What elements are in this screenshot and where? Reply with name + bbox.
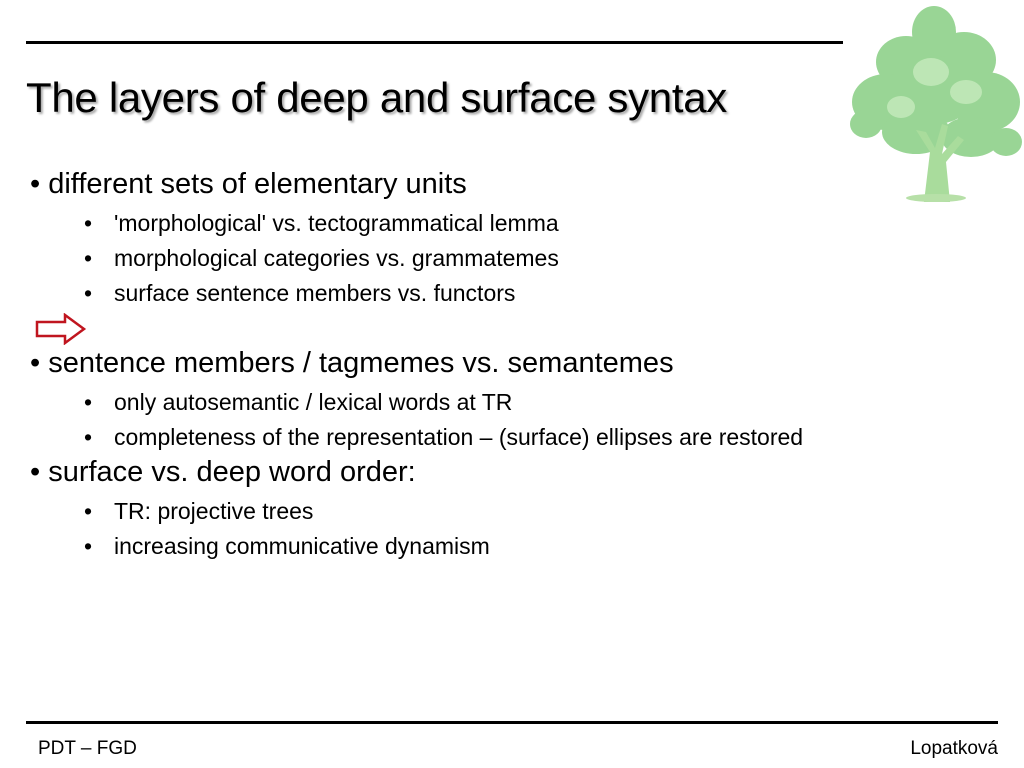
sub-bullet-dynamism: • increasing communicative dynamism <box>84 533 490 560</box>
bullet-dot: • <box>84 245 93 271</box>
footer-author: Lopatková <box>910 738 998 759</box>
sub-bullet-text: 'morphological' vs. tectogrammatical lem… <box>114 210 559 236</box>
sub-bullet-autosemantic: • only autosemantic / lexical words at TR <box>84 389 512 416</box>
footer-course: PDT – FGD <box>38 738 137 759</box>
sub-bullet-text: morphological categories vs. grammatemes <box>114 245 559 271</box>
sub-bullet-projective: • TR: projective trees <box>84 498 313 525</box>
tree-icon <box>850 6 1022 202</box>
sub-bullet-lemma: • 'morphological' vs. tectogrammatical le… <box>84 210 559 237</box>
sub-bullet-text: completeness of the representation – (su… <box>114 424 804 450</box>
top-rule <box>26 41 843 44</box>
sub-bullet-categories: • morphological categories vs. grammateme… <box>84 245 559 272</box>
sub-bullet-completeness: • completeness of the representation – (s… <box>84 424 803 451</box>
bullet-units: • different sets of elementary units <box>30 168 467 200</box>
bullet-dot: • <box>84 389 93 415</box>
sub-bullet-text: only autosemantic / lexical words at TR <box>114 389 513 415</box>
slide-title: The layers of deep and surface syntax <box>26 74 727 121</box>
bullet-dot: • <box>84 280 93 306</box>
bullet-dot: • <box>84 424 93 450</box>
right-outline-arrow-icon <box>35 313 87 345</box>
bullet-dot: • <box>84 210 93 236</box>
bullet-dot: • <box>84 498 93 524</box>
sub-bullet-text: increasing communicative dynamism <box>114 533 490 559</box>
sub-bullet-functors: • surface sentence members vs. functors <box>84 280 515 307</box>
sub-bullet-text: TR: projective trees <box>114 498 314 524</box>
bullet-semantemes: • sentence members / tagmemes vs. semant… <box>30 347 674 379</box>
bottom-rule <box>26 721 998 724</box>
bullet-dot: • <box>84 533 93 559</box>
bullet-word-order: • surface vs. deep word order: <box>30 456 416 488</box>
sub-bullet-text: surface sentence members vs. functors <box>114 280 516 306</box>
